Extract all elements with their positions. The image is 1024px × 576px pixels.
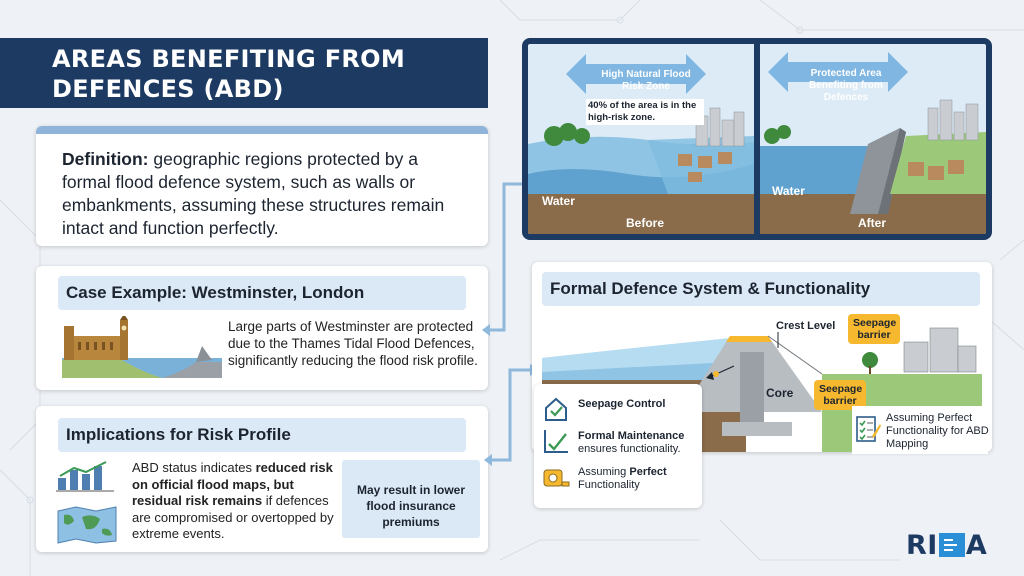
legend-assuming-2: Functionality bbox=[578, 479, 640, 491]
legend-assuming-1: Assuming bbox=[578, 466, 630, 478]
logo-text-right: A bbox=[965, 530, 988, 561]
high-risk-arrow-label: High Natural Flood Risk Zone bbox=[601, 69, 691, 92]
legend-assuming-bold: Perfect bbox=[629, 466, 667, 478]
legend-maintenance-bold: Formal Maintenance bbox=[578, 430, 685, 442]
logo-text-left: RI bbox=[906, 530, 938, 561]
protected-area-arrow-label: Protected Area Benefiting from Defences bbox=[809, 68, 883, 103]
water-label-left: Water bbox=[542, 194, 575, 208]
westminster-illustration bbox=[62, 316, 222, 378]
logo-d-shape bbox=[938, 533, 965, 557]
definition-body: geographic regions protected by a formal… bbox=[62, 149, 445, 238]
implications-text-bold: reduced risk on official flood maps, but… bbox=[132, 460, 333, 508]
shield-house-icon bbox=[545, 397, 567, 421]
legend-card: Seepage Control Formal Maintenance ensur… bbox=[534, 384, 702, 508]
definition-card-topbar bbox=[36, 126, 488, 134]
definition-card: Definition: geographic regions protected… bbox=[36, 126, 488, 246]
abd-mapping-text: Assuming Perfect Functionality for ABD M… bbox=[886, 412, 989, 450]
legend-seepage-control-text: Seepage Control bbox=[578, 398, 666, 410]
before-after-illustration bbox=[528, 44, 986, 234]
water-label-right: Water bbox=[772, 184, 805, 198]
after-label: After bbox=[858, 216, 887, 230]
implications-text-3: if defences are compromised or overtoppe… bbox=[132, 493, 334, 541]
rida-logo: RI A bbox=[906, 530, 987, 561]
chart-check-icon bbox=[544, 430, 568, 453]
definition-term: Definition: bbox=[62, 149, 149, 169]
legend-maintenance-rest: ensures functionality. bbox=[578, 443, 681, 455]
implications-text-1: ABD status indicates bbox=[132, 460, 256, 475]
before-label: Before bbox=[626, 216, 665, 230]
case-example-text: Large parts of Westminster are protected… bbox=[228, 319, 478, 368]
abd-mapping-note: Assuming Perfect Functionality for ABD M… bbox=[852, 406, 989, 454]
before-after-panel: High Natural Flood Risk Zone 40% of the … bbox=[522, 38, 992, 240]
crest-level-label: Crest Level bbox=[776, 320, 836, 332]
implications-card: Implications for Risk Profile ABD status… bbox=[36, 406, 488, 552]
seepage-barrier-tag-top: Seepage barrier bbox=[848, 314, 900, 344]
premium-note-box: May result in lower flood insurance prem… bbox=[342, 460, 480, 538]
definition-text: Definition: geographic regions protected… bbox=[36, 134, 488, 240]
high-risk-note: 40% of the area is in the high-risk zone… bbox=[586, 99, 704, 125]
seepage-barrier-tag-bottom: Seepage barrier bbox=[814, 380, 866, 410]
title-banner: AREAS BENEFITING FROM DEFENCES (ABD) bbox=[0, 38, 488, 108]
world-map-icon bbox=[57, 506, 117, 544]
case-example-heading: Case Example: Westminster, London bbox=[58, 276, 466, 310]
formal-defence-heading: Formal Defence System & Functionality bbox=[542, 272, 980, 306]
tape-measure-icon bbox=[543, 469, 570, 487]
implications-text: ABD status indicates reduced risk on off… bbox=[132, 460, 342, 543]
bar-chart-icon bbox=[56, 461, 114, 492]
checklist-icon bbox=[856, 416, 881, 442]
core-label: Core bbox=[766, 386, 794, 400]
case-example-card: Case Example: Westminster, London Large … bbox=[36, 266, 488, 390]
page-title: AREAS BENEFITING FROM DEFENCES (ABD) bbox=[52, 45, 406, 103]
implications-heading: Implications for Risk Profile bbox=[58, 418, 466, 452]
